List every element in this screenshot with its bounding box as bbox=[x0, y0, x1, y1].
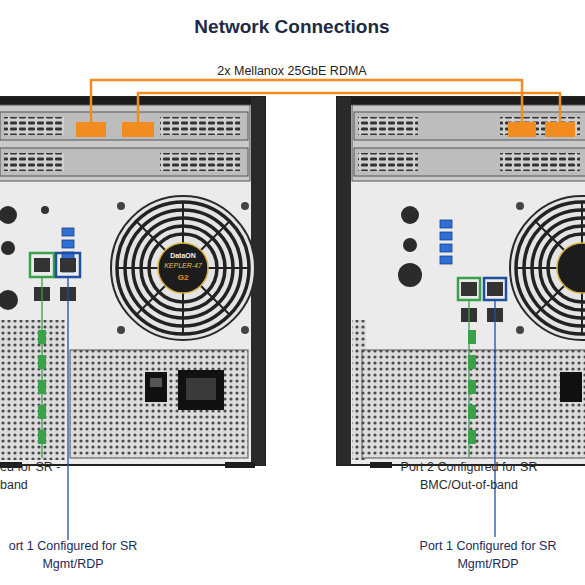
fan-grill-spoke bbox=[136, 285, 166, 315]
port-highlight bbox=[56, 253, 80, 277]
fan-grill-ring bbox=[117, 202, 249, 334]
vent-slots bbox=[160, 117, 240, 135]
callout-text: ed for SR -band bbox=[0, 458, 64, 494]
nic-port bbox=[508, 122, 536, 137]
pcie-card-area bbox=[352, 105, 585, 181]
chassis-top-edge bbox=[337, 97, 585, 105]
chassis-body bbox=[0, 97, 265, 465]
fan-grill-spoke bbox=[207, 267, 249, 269]
fan-grill-spoke bbox=[136, 221, 166, 251]
nic-port bbox=[122, 122, 154, 137]
fan-grill-spoke bbox=[182, 202, 184, 244]
callout-text: Port 2 Configured for SR BMC/Out-of-band bbox=[383, 458, 555, 494]
mount-hole bbox=[401, 206, 419, 224]
pcie-slot bbox=[0, 112, 248, 140]
chassis-top-edge bbox=[0, 97, 265, 105]
vent-slots bbox=[358, 117, 418, 135]
power-inlet-socket bbox=[186, 378, 216, 400]
fan-grill-spoke bbox=[516, 267, 558, 269]
rdma-cable bbox=[138, 93, 560, 122]
callout-text: ort 1 Configured for SR Mgmt/RDP bbox=[0, 537, 152, 573]
server-chassis bbox=[0, 97, 265, 468]
vent-slots bbox=[358, 153, 418, 171]
logo-text: G2 bbox=[168, 272, 198, 284]
fan-housing bbox=[111, 196, 255, 340]
nic-port bbox=[76, 122, 106, 137]
leader-line bbox=[468, 300, 469, 458]
fan-screw bbox=[117, 202, 125, 210]
fan-grill-ring bbox=[516, 202, 585, 334]
vent-slots bbox=[4, 153, 64, 171]
fan-grill-spoke bbox=[535, 285, 565, 315]
usb-port bbox=[440, 220, 452, 228]
server-chassis bbox=[337, 97, 585, 468]
fan-screw bbox=[117, 326, 125, 334]
psu-panel bbox=[362, 350, 585, 458]
power-switch bbox=[145, 372, 167, 402]
title: Network Connections bbox=[142, 16, 442, 38]
power-inlet bbox=[178, 370, 224, 410]
fan-hub bbox=[557, 243, 585, 293]
rj45-port bbox=[461, 282, 477, 296]
mount-hole bbox=[0, 290, 18, 310]
usb-port bbox=[62, 228, 74, 236]
port-highlight bbox=[458, 278, 480, 300]
mount-hole bbox=[403, 238, 417, 252]
usb-port bbox=[440, 232, 452, 240]
power-switch-rocker bbox=[150, 378, 162, 387]
pcie-slot bbox=[354, 148, 585, 176]
rj45-port bbox=[60, 258, 76, 272]
fan-grill-spoke bbox=[117, 267, 159, 269]
fan-grill-spoke bbox=[535, 221, 565, 251]
fan-grill-spoke bbox=[182, 292, 184, 334]
fan-screw bbox=[516, 326, 524, 334]
vent-slots bbox=[4, 117, 64, 135]
port-highlight bbox=[484, 278, 506, 300]
usb-port bbox=[440, 244, 452, 252]
vent-slots bbox=[500, 153, 580, 171]
fan-screw bbox=[241, 326, 249, 334]
audio-jack bbox=[41, 206, 49, 214]
fan-screw bbox=[241, 202, 249, 210]
rj45-port bbox=[487, 282, 503, 296]
chassis-side-edge bbox=[337, 97, 351, 465]
connection-label: 2x Mellanox 25GbE RDMA bbox=[182, 62, 402, 80]
rdma-cable bbox=[91, 80, 522, 122]
leader-line bbox=[67, 277, 68, 540]
psu-panel bbox=[70, 350, 248, 458]
fan-grill-spoke bbox=[581, 202, 583, 244]
fan-housing bbox=[510, 196, 585, 340]
mount-hole bbox=[1, 241, 15, 255]
perforated-panel bbox=[0, 320, 65, 460]
rj45-port bbox=[34, 258, 50, 272]
mount-hole bbox=[398, 263, 422, 287]
leader-line bbox=[41, 277, 42, 458]
fan-screw bbox=[516, 202, 524, 210]
leader-line bbox=[494, 300, 495, 537]
chassis-foot bbox=[370, 462, 392, 468]
chassis-foot bbox=[225, 462, 255, 468]
fan-grill-spoke bbox=[200, 221, 230, 251]
port-highlight bbox=[30, 253, 54, 277]
pcie-card-area bbox=[0, 105, 250, 181]
usb-port bbox=[62, 240, 74, 248]
fan-grill-spoke bbox=[200, 285, 230, 315]
pcie-slot bbox=[0, 148, 248, 176]
callout-text: Port 1 Configured for SR Mgmt/RDP bbox=[402, 537, 574, 573]
power-switch bbox=[560, 372, 582, 402]
usb-port bbox=[440, 256, 452, 264]
mount-hole bbox=[0, 206, 17, 224]
vent-slots bbox=[160, 153, 240, 171]
nic-port bbox=[545, 122, 575, 137]
logo-text: DataON bbox=[158, 251, 208, 261]
logo-text: KEPLER-47 bbox=[153, 261, 213, 271]
pcie-slot bbox=[354, 112, 585, 140]
fan-grill-spoke bbox=[581, 292, 583, 334]
